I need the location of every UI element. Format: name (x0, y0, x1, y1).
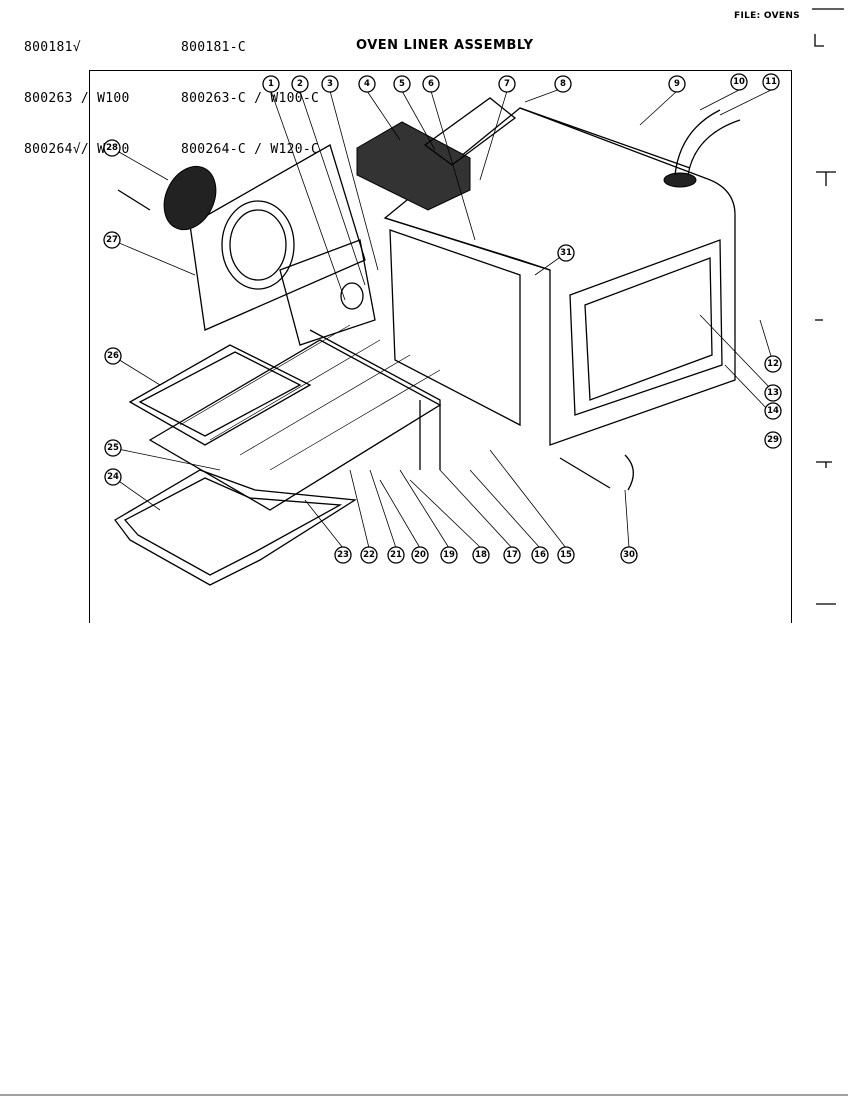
callout-2: 2 (291, 75, 309, 93)
callout-label: 25 (107, 443, 119, 453)
callout-label: 8 (560, 79, 566, 89)
callout-17: 17 (503, 546, 521, 564)
callout-19: 19 (440, 546, 458, 564)
callout-22: 22 (360, 546, 378, 564)
bake-element (114, 469, 357, 586)
callout-14: 14 (764, 402, 782, 420)
callout-28: 28 (103, 139, 121, 157)
callout-13: 13 (764, 384, 782, 402)
diagram-title: OVEN LINER ASSEMBLY (356, 38, 534, 53)
callout-15: 15 (557, 546, 575, 564)
callout-27: 27 (103, 231, 121, 249)
callout-8: 8 (554, 75, 572, 93)
model-line: 800264-C / W120-C (181, 142, 320, 157)
back-panel (189, 144, 376, 346)
callout-21: 21 (387, 546, 405, 564)
diagram-frame (89, 70, 792, 623)
fan-grille (117, 165, 217, 231)
callout-label: 21 (390, 550, 402, 560)
callout-label: 11 (765, 77, 777, 87)
insulation-block (356, 121, 471, 211)
callout-label: 19 (443, 550, 455, 560)
model-numbers-right: 800181-C 800263-C / W100-C 800264-C / W1… (181, 5, 319, 175)
callout-label: 26 (107, 351, 119, 361)
callout-label: 31 (560, 248, 572, 258)
model-line: 800263 / W100 (24, 91, 130, 106)
callout-label: 7 (504, 79, 510, 89)
callout-label: 12 (767, 359, 779, 369)
callout-label: 14 (767, 406, 779, 416)
callout-5: 5 (393, 75, 411, 93)
callout-label: 3 (327, 79, 333, 89)
callout-3: 3 (321, 75, 339, 93)
callout-label: 27 (106, 235, 118, 245)
callout-label: 24 (107, 472, 119, 482)
top-cover (423, 97, 517, 166)
oven-liner-body (383, 107, 741, 446)
callout-6: 6 (422, 75, 440, 93)
callout-24: 24 (104, 468, 122, 486)
leader-lines (111, 87, 772, 549)
callout-label: 5 (399, 79, 405, 89)
callout-label: 16 (534, 550, 546, 560)
callout-label: 20 (414, 550, 426, 560)
callout-31: 31 (557, 244, 575, 262)
callout-9: 9 (668, 75, 686, 93)
callout-10: 10 (730, 73, 748, 91)
callout-11: 11 (762, 73, 780, 91)
callout-label: 18 (475, 550, 487, 560)
callout-label: 28 (106, 143, 118, 153)
margin-mark (816, 171, 836, 186)
callout-26: 26 (104, 347, 122, 365)
temperature-probe (559, 457, 611, 489)
callout-29: 29 (764, 431, 782, 449)
probe-clip (624, 454, 634, 491)
callout-label: 15 (560, 550, 572, 560)
callout-18: 18 (472, 546, 490, 564)
callout-1: 1 (262, 75, 280, 93)
callout-30: 30 (620, 546, 638, 564)
broil-element (128, 344, 312, 446)
model-line: 800181-C (181, 40, 247, 55)
callout-label: 17 (506, 550, 518, 560)
file-label: FILE: OVENS (734, 11, 800, 21)
callout-label: 2 (297, 79, 303, 89)
callout-23: 23 (334, 546, 352, 564)
callout-label: 29 (767, 435, 779, 445)
callout-label: 13 (767, 388, 779, 398)
callout-label: 23 (337, 550, 349, 560)
model-line: 800181√ (24, 40, 81, 55)
callout-label: 6 (428, 79, 434, 89)
margin-mark (816, 461, 832, 468)
callout-label: 4 (364, 79, 370, 89)
callout-20: 20 (411, 546, 429, 564)
callout-16: 16 (531, 546, 549, 564)
callout-label: 1 (268, 79, 274, 89)
callout-7: 7 (498, 75, 516, 93)
model-line: 800263-C / W100-C (181, 91, 320, 106)
callout-12: 12 (764, 355, 782, 373)
margin-mark (814, 34, 824, 47)
rack-guide (309, 329, 441, 470)
callout-label: 10 (733, 77, 745, 87)
callout-label: 9 (674, 79, 680, 89)
callout-4: 4 (358, 75, 376, 93)
callout-25: 25 (104, 439, 122, 457)
callout-label: 22 (363, 550, 375, 560)
callout-label: 30 (623, 550, 635, 560)
